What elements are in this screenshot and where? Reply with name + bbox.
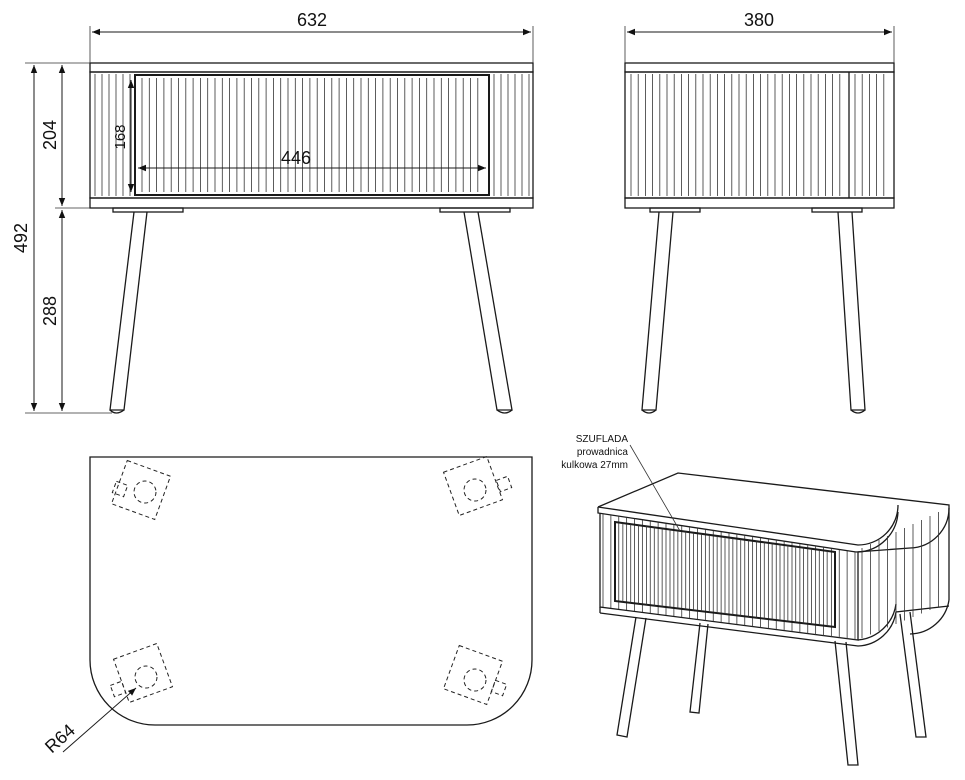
front-leg-right <box>463 211 513 411</box>
dim-drawer-height-label: 168 <box>112 124 129 149</box>
side-foot-plate-left <box>649 207 701 213</box>
front-view: 632 492 204 288 168 446 <box>11 10 534 414</box>
persp-drawer <box>614 520 836 629</box>
persp-top-slab-front <box>597 507 857 553</box>
persp-body-corner-top <box>857 511 899 553</box>
persp-leg-front-left <box>616 616 647 738</box>
front-leg-left <box>109 211 148 411</box>
persp-flutes <box>602 512 939 640</box>
front-leg-right-tip <box>496 409 513 414</box>
front-foot-plate-left <box>112 207 184 213</box>
side-bottom-slab <box>624 197 895 209</box>
front-flutes <box>94 74 530 196</box>
dim-body-height-label: 204 <box>40 120 60 150</box>
radius-leader <box>62 687 137 753</box>
perspective-view: SZUFLADA prowadnica kulkowa 27mm <box>561 434 950 766</box>
dim-leg-height-label: 288 <box>40 296 60 326</box>
dim-depth-label: 380 <box>744 10 774 30</box>
persp-leg-front-right <box>834 640 859 766</box>
callout-line-2: prowadnica <box>577 447 629 458</box>
dim-total-height-label: 492 <box>11 223 31 253</box>
persp-leg-back-right <box>899 611 927 738</box>
side-body <box>624 71 895 199</box>
dim-width-label: 632 <box>297 10 327 30</box>
side-view: 380 <box>624 10 895 414</box>
top-view-outline <box>89 456 533 726</box>
callout-line-3: kulkowa 27mm <box>561 460 628 471</box>
side-leg-left-tip <box>641 409 657 414</box>
leg-plate-bottom-left <box>109 642 174 704</box>
side-top-slab <box>624 62 895 73</box>
front-top-slab <box>89 62 534 73</box>
front-bottom-slab <box>89 197 534 209</box>
dim-drawer-width-label: 446 <box>281 148 311 168</box>
persp-bottom-slab <box>599 605 950 647</box>
side-leg-left <box>641 211 674 411</box>
side-flutes <box>630 74 885 196</box>
persp-top-front-edge <box>597 504 899 546</box>
callout-leader <box>629 444 681 532</box>
front-foot-plate-right <box>439 207 511 213</box>
top-view: R64 <box>41 455 533 757</box>
front-drawer <box>134 74 490 196</box>
leg-plate-bottom-right <box>442 644 508 706</box>
radius-label: R64 <box>41 720 79 757</box>
leg-plate-top-right <box>442 455 513 517</box>
side-leg-right <box>837 211 866 411</box>
side-foot-plate-right <box>811 207 863 213</box>
drawer-flutes <box>141 78 479 192</box>
front-leg-left-tip <box>109 409 125 414</box>
leg-plate-top-left <box>110 459 172 521</box>
callout-line-1: SZUFLADA <box>576 434 629 445</box>
persp-leg-back-left <box>689 622 709 714</box>
persp-drawer-flutes <box>622 523 828 627</box>
persp-body-corner-bottom <box>857 603 897 641</box>
side-leg-right-tip <box>850 409 866 414</box>
persp-body-bottom-corner <box>909 599 950 635</box>
